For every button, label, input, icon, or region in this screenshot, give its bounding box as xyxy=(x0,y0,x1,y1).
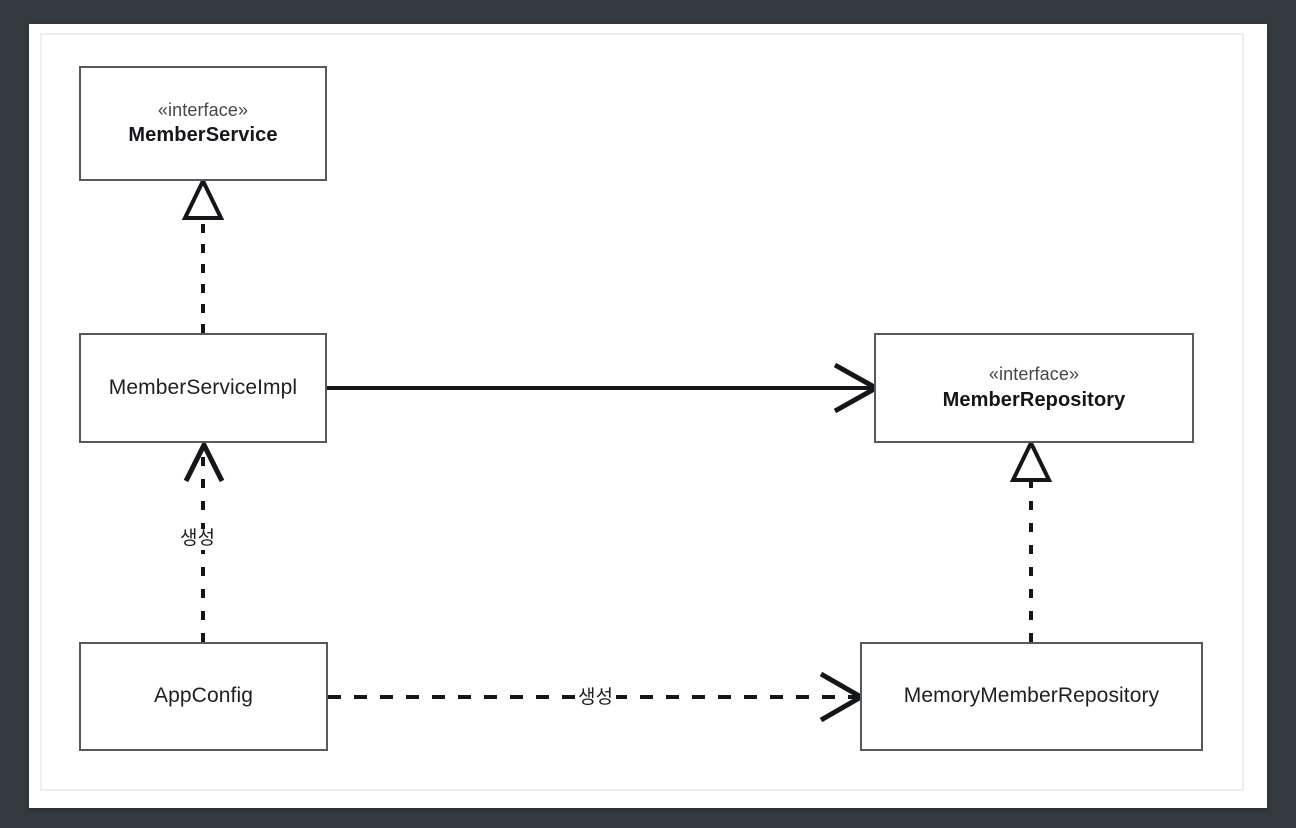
class-box-member-service[interactable]: «interface» MemberService xyxy=(79,66,327,181)
hollow-triangle-arrowhead xyxy=(181,176,225,220)
class-box-app-config[interactable]: AppConfig xyxy=(79,642,328,751)
class-box-member-repository[interactable]: «interface» MemberRepository xyxy=(874,333,1194,443)
class-name: AppConfig xyxy=(154,684,253,708)
edge-impl-realizes-service xyxy=(181,176,225,333)
class-box-member-service-impl[interactable]: MemberServiceImpl xyxy=(79,333,327,443)
diagram-page: MemberServiceImpl (dependency "생성", dash… xyxy=(29,24,1267,808)
class-stereotype: «interface» xyxy=(157,99,249,120)
class-name: MemberServiceImpl xyxy=(108,375,298,399)
uml-class-diagram: MemberServiceImpl (dependency "생성", dash… xyxy=(29,24,1267,808)
class-name: MemberRepository xyxy=(942,388,1126,411)
class-box-memory-member-repository[interactable]: MemoryMemberRepository xyxy=(860,642,1203,751)
open-arrowhead xyxy=(183,439,225,483)
edge-memoryrepo-realizes-repository xyxy=(1009,438,1053,642)
class-stereotype: «interface» xyxy=(988,364,1080,385)
hollow-triangle-arrowhead xyxy=(1009,438,1053,482)
edge-label-create-horizontal: 생성 xyxy=(575,687,616,709)
open-arrowhead xyxy=(833,362,882,414)
open-arrowhead xyxy=(819,671,867,723)
edge-impl-uses-repository xyxy=(327,362,882,414)
edge-label-create-vertical: 생성 xyxy=(177,528,218,550)
class-name: MemoryMemberRepository xyxy=(903,684,1160,708)
class-name: MemberService xyxy=(128,124,278,147)
